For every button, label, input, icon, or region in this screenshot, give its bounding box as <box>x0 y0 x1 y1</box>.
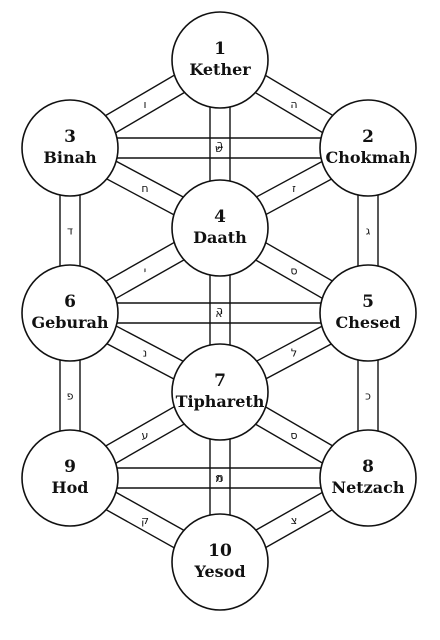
path-letter: ס <box>290 265 297 278</box>
sephirah-name: Netzach <box>331 478 404 497</box>
sephirah-number: 4 <box>214 207 226 227</box>
sephirah-number: 1 <box>214 39 226 59</box>
path-letter: ו <box>144 98 147 111</box>
sephirah-number: 7 <box>214 371 226 391</box>
sephirah-circle <box>171 179 269 277</box>
sephirah-circle <box>21 429 119 527</box>
sephirah-number: 3 <box>64 127 76 147</box>
sephirah-number: 10 <box>208 541 232 561</box>
path-letter: א <box>215 307 222 320</box>
sephirah-circle <box>171 11 269 109</box>
sephirah-number: 2 <box>362 127 374 147</box>
sephirah-name: Daath <box>193 228 247 247</box>
path-letter: כ <box>365 390 371 403</box>
path-letter: ג <box>366 225 371 238</box>
path-letter: ד <box>67 225 73 238</box>
sephirah-circle <box>171 343 269 441</box>
sephirah-name: Binah <box>43 148 97 167</box>
path-letter: ה <box>290 98 297 111</box>
sephirah-circle <box>319 429 417 527</box>
sephirah-circle <box>319 99 417 197</box>
path-letter: נ <box>143 347 147 360</box>
sephirah-number: 8 <box>362 457 374 477</box>
sephirah-name: Yesod <box>193 562 245 581</box>
path-letter: פ <box>67 390 74 403</box>
sephirah-name: Hod <box>52 478 89 497</box>
path-letter: ש <box>215 142 223 155</box>
sephirah-name: Tiphareth <box>176 392 265 411</box>
path-letter: ז <box>292 182 296 195</box>
path-letter: ע <box>142 429 149 442</box>
sephirah-circle <box>319 264 417 362</box>
sephirah-circle <box>21 264 119 362</box>
path-letter: ח <box>141 182 148 195</box>
path-binah-chokmah: ש <box>70 137 368 159</box>
path-letter: י <box>144 265 146 278</box>
sephirah-name: Chokmah <box>325 148 410 167</box>
path-hod-netzach: מ <box>70 467 368 489</box>
sephirah-name: Kether <box>189 60 251 79</box>
path-letter: ת <box>216 471 223 484</box>
path-letter: ס <box>290 429 297 442</box>
sephirah-number: 5 <box>362 292 374 312</box>
path-letter: ר <box>217 304 223 317</box>
path-letter: ל <box>291 347 297 360</box>
sephirah-number: 6 <box>64 292 76 312</box>
sephirah-name: Geburah <box>31 313 108 332</box>
path-geburah-chesed: א <box>70 302 368 324</box>
path-letter: מ <box>215 472 222 485</box>
path-letter: ק <box>141 514 149 527</box>
path-letter: צ <box>291 514 298 527</box>
sephirah-circle <box>171 513 269 611</box>
sephirah-circle <box>21 99 119 197</box>
path-letter: ב <box>217 138 223 151</box>
sephirah-name: Chesed <box>336 313 401 332</box>
sephirah-number: 9 <box>64 457 76 477</box>
